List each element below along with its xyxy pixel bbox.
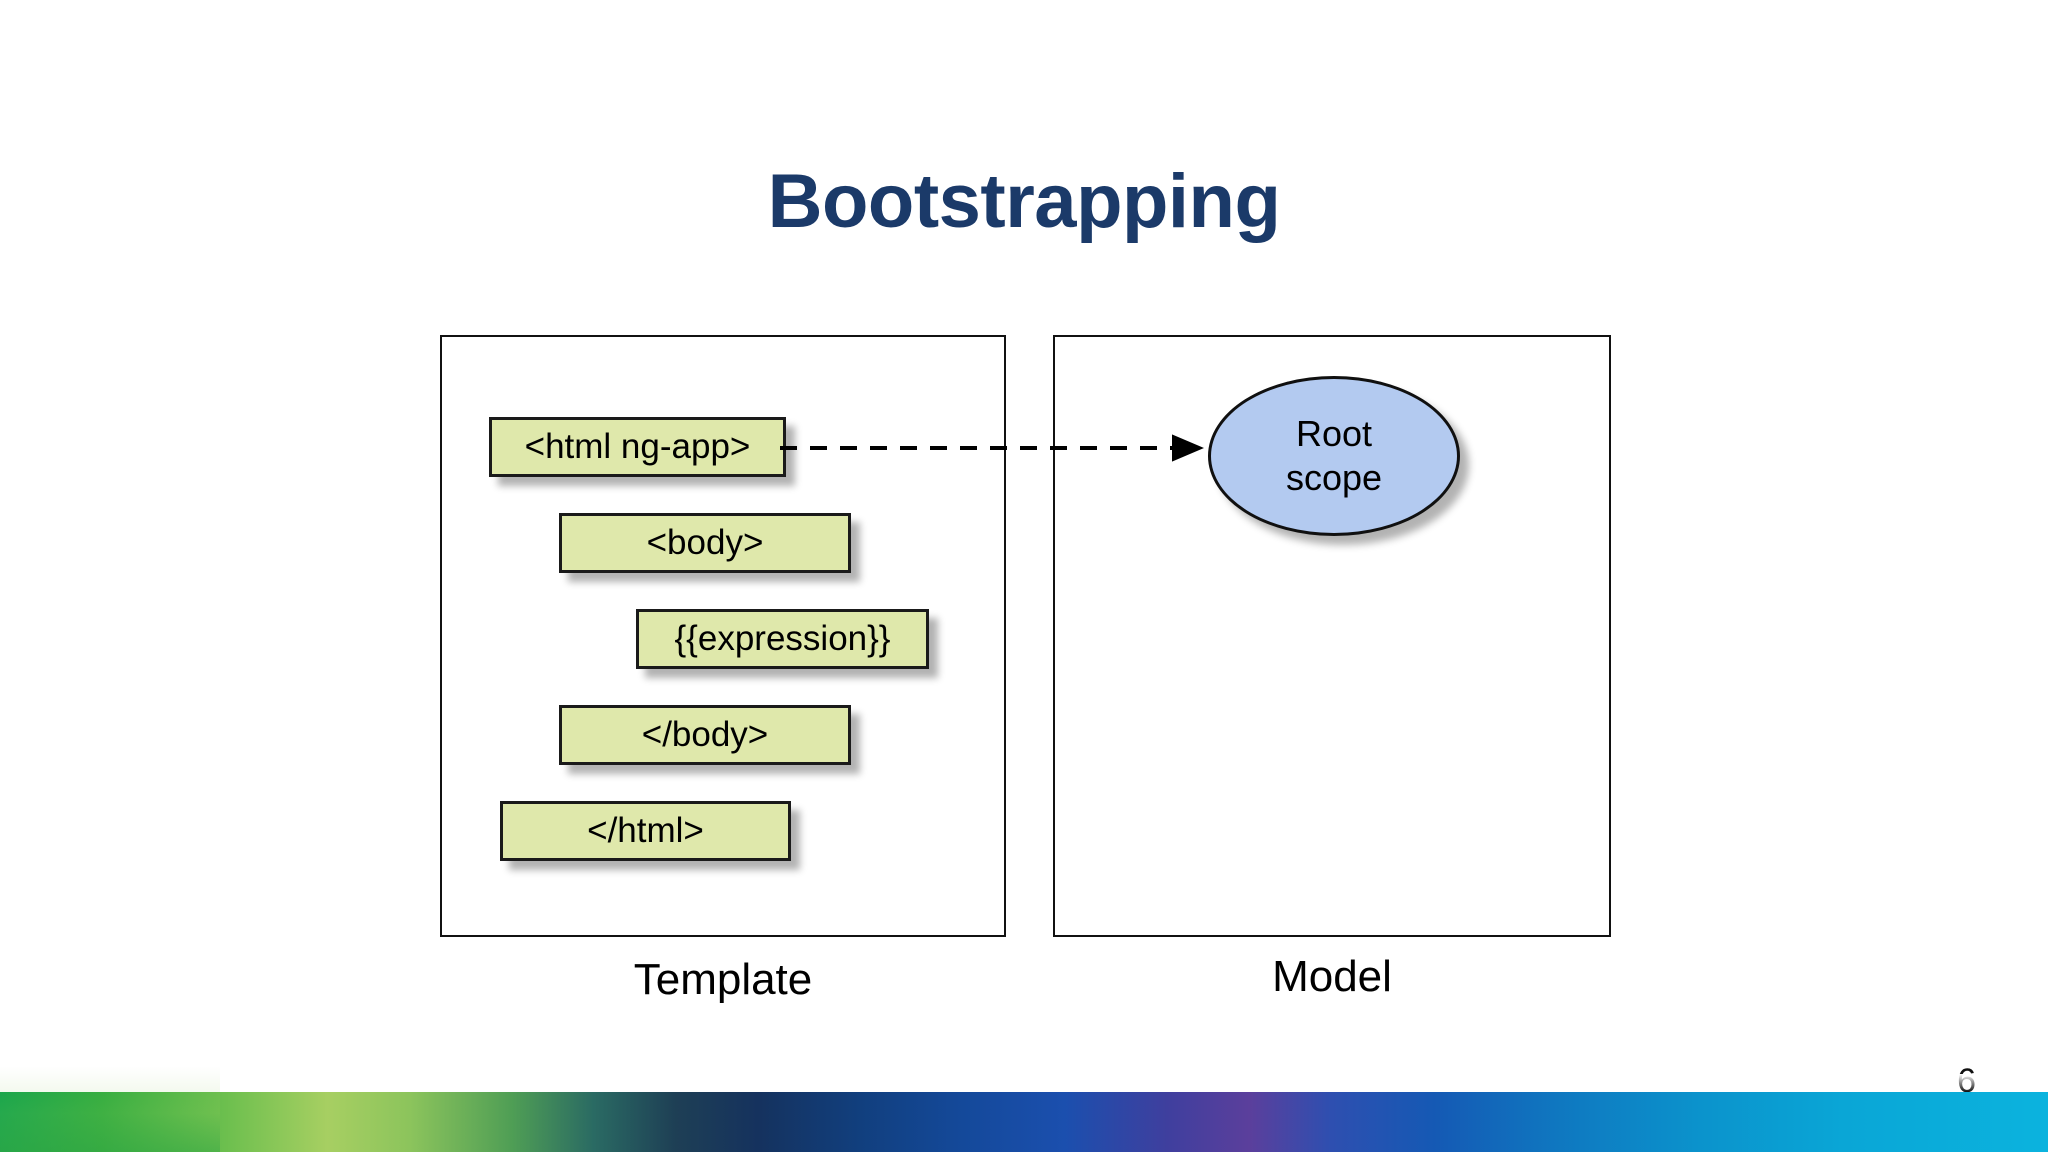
code-box-html-close: </html> xyxy=(500,801,791,861)
root-scope-line-1: Root xyxy=(1295,413,1373,455)
template-panel-caption: Template xyxy=(633,955,813,1004)
decorative-bottom-bar xyxy=(0,1092,2048,1152)
page-title: Bootstrapping xyxy=(767,159,1281,244)
root-scope-node: Root scope xyxy=(1208,376,1460,536)
code-box-expression: {{expression}} xyxy=(636,609,929,669)
code-box-body-close: </body> xyxy=(559,705,851,765)
root-scope-line-2: scope xyxy=(1285,457,1383,498)
code-box-body-open: <body> xyxy=(559,513,851,573)
model-panel-caption: Model xyxy=(1272,952,1392,1001)
code-box-html-ng-app: <html ng-app> xyxy=(489,417,786,477)
bottom-bar-fade xyxy=(0,1074,2048,1092)
dashed-connector-arrow xyxy=(780,434,1204,462)
